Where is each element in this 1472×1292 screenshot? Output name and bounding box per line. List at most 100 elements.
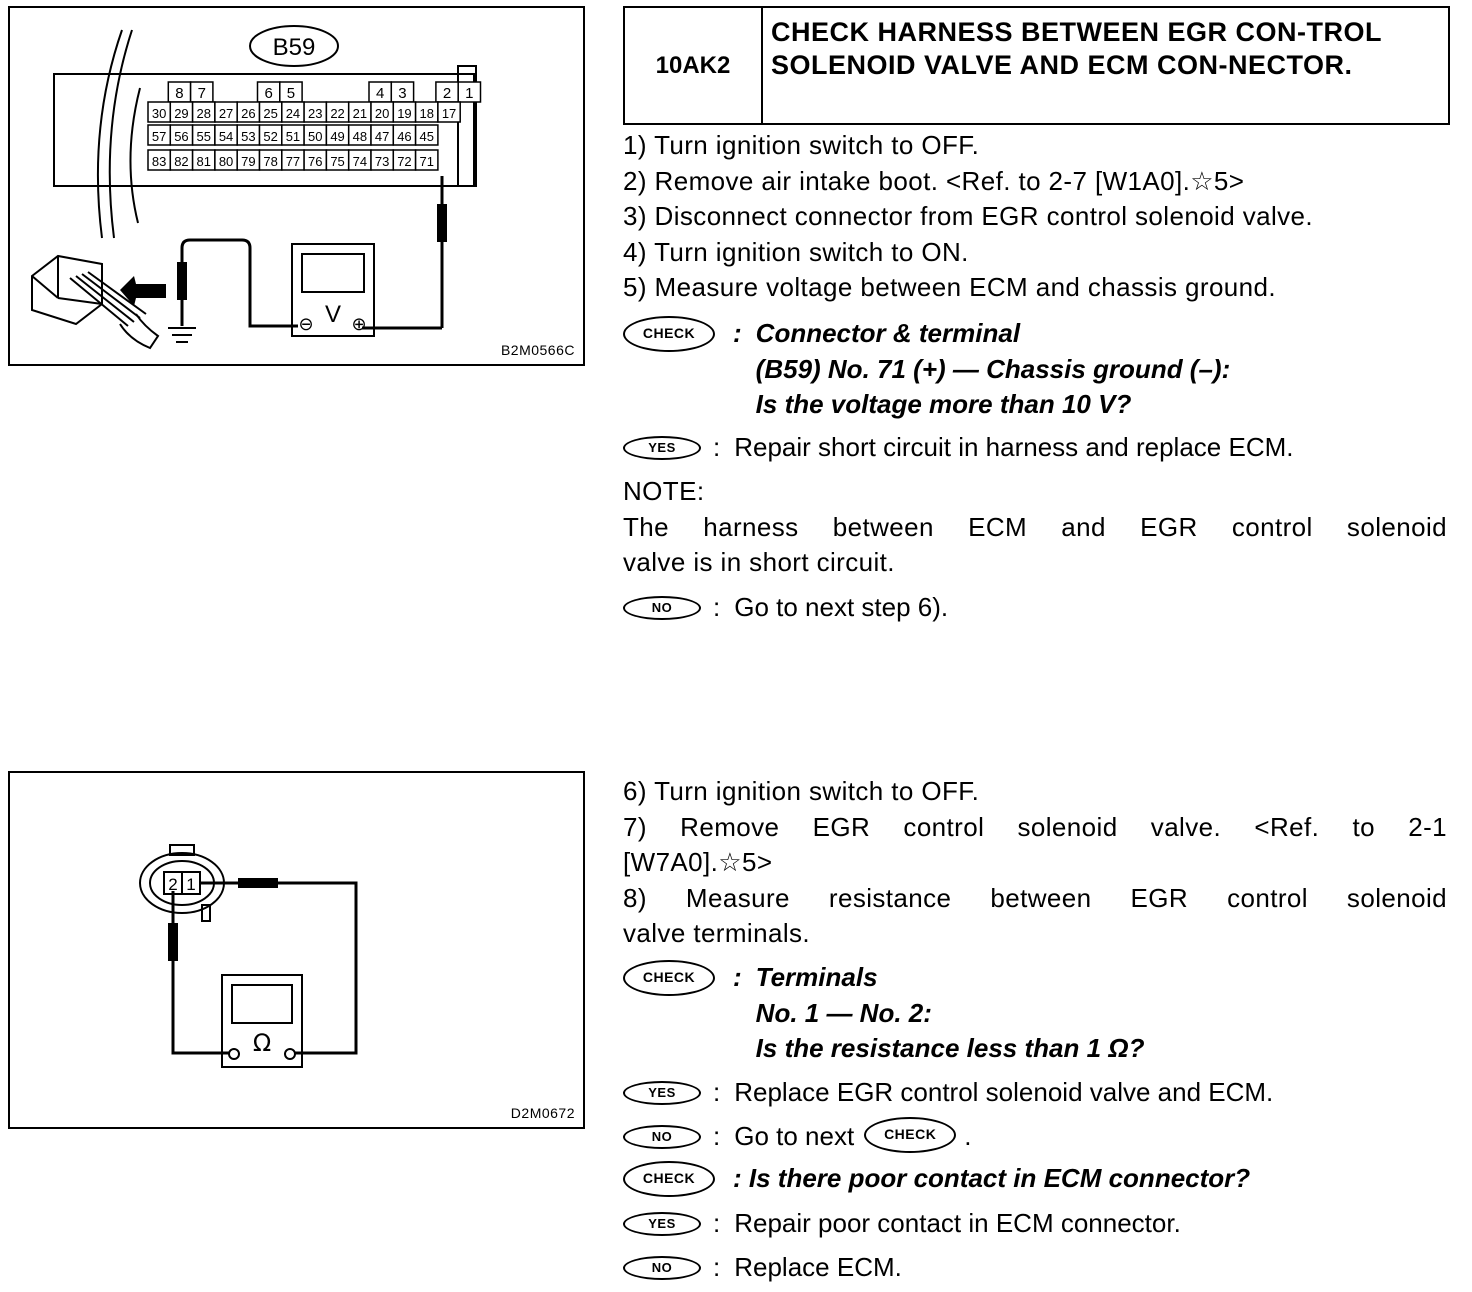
yes-row-3: YES : Repair poor contact in ECM connect… [623, 1206, 1181, 1242]
pin-73-label: 73 [375, 154, 389, 169]
pin-77-label: 77 [286, 154, 300, 169]
yes-row-1: YES : Repair short circuit in harness an… [623, 430, 1293, 466]
pin-74-label: 74 [353, 154, 367, 169]
pin-28-label: 28 [197, 106, 211, 121]
pin-56-label: 56 [174, 129, 188, 144]
procedure-header: 10AK2 CHECK HARNESS BETWEEN EGR CON-TROL… [623, 6, 1450, 125]
resistance-diagram-svg: 2 1 Ω [139, 844, 358, 1068]
colon: : [713, 432, 721, 462]
pin-25-label: 25 [263, 106, 277, 121]
colon: : [713, 1252, 721, 1282]
step-3: 3) Disconnect connector from EGR control… [623, 201, 1314, 231]
pin-2-label: 2 [443, 85, 451, 102]
pin-22-label: 22 [330, 106, 344, 121]
minus-terminal: ⊖ [298, 314, 313, 335]
check-badge: CHECK [623, 1161, 715, 1197]
procedure-title: CHECK HARNESS BETWEEN EGR CON-TROL SOLEN… [771, 17, 1382, 80]
check-badge: CHECK [623, 960, 715, 996]
pin-52-label: 52 [263, 129, 277, 144]
no-badge: NO [623, 1256, 701, 1280]
voltmeter [291, 243, 375, 337]
step-7-cont: [W7A0].☆5> [623, 847, 773, 877]
no-action: Replace ECM. [734, 1252, 902, 1282]
no-badge: NO [623, 596, 701, 620]
no-row-3: NO : Replace ECM. [623, 1250, 902, 1286]
colon: : [733, 318, 742, 348]
pin-55-label: 55 [197, 129, 211, 144]
yes-action: Repair short circuit in harness and repl… [734, 432, 1294, 462]
note-line: The harness between ECM and EGR control … [623, 511, 1447, 542]
pin-23-label: 23 [308, 106, 322, 121]
pin-49-label: 49 [330, 129, 344, 144]
pin-20-label: 20 [375, 106, 389, 121]
pin-6-label: 6 [264, 85, 272, 102]
pin-27-label: 27 [219, 106, 233, 121]
steps-1-5: 1) Turn ignition switch to OFF. 2) Remov… [623, 128, 1453, 306]
pin-29-label: 29 [174, 106, 188, 121]
check-line: Terminals [755, 962, 878, 992]
terminal-1-label: 1 [186, 875, 195, 894]
yes-action: Repair poor contact in ECM connector. [734, 1208, 1181, 1238]
pin-5-label: 5 [287, 85, 295, 102]
pin-54-label: 54 [219, 129, 233, 144]
pin-79-label: 79 [241, 154, 255, 169]
pin-8-label: 8 [175, 85, 183, 102]
terminal-2-label: 2 [168, 875, 177, 894]
pin-46-label: 46 [397, 129, 411, 144]
no-row-2: NO : Go to next CHECK . [623, 1117, 971, 1155]
voltmeter-symbol: V [325, 301, 341, 328]
colon: : [713, 1077, 721, 1107]
pin-71-cell [414, 149, 439, 171]
pin-48-label: 48 [353, 129, 367, 144]
pin-45-cell [414, 124, 439, 146]
pin-17-cell [437, 101, 461, 123]
pin-83-label: 83 [152, 154, 166, 169]
pin-75-label: 75 [330, 154, 344, 169]
steps-6-8: 6) Turn ignition switch to OFF. 7) Remov… [623, 774, 1447, 952]
check-badge: CHECK [623, 316, 715, 352]
check-line: Is the voltage more than 10 V? [755, 389, 1132, 419]
pin-71-label: 71 [420, 154, 434, 169]
pin-50-label: 50 [308, 129, 322, 144]
step-6: 6) Turn ignition switch to OFF. [623, 776, 980, 806]
pin-19-label: 19 [397, 106, 411, 121]
pin-24-label: 24 [286, 106, 300, 121]
check-question: : Is there poor contact in ECM connector… [733, 1163, 1251, 1193]
figure-code: D2M0672 [510, 1105, 575, 1121]
pin-81-label: 81 [197, 154, 211, 169]
yes-badge: YES [623, 1212, 701, 1236]
check-line: (B59) No. 71 (+) — Chassis ground (–): [755, 353, 1231, 384]
yes-action: Replace EGR control solenoid valve and E… [734, 1077, 1274, 1107]
note-block: NOTE: The harness between ECM and EGR co… [623, 474, 1447, 581]
pin-3-label: 3 [398, 85, 406, 102]
check-line: Connector & terminal [755, 318, 1021, 348]
procedure-code: 10AK2 [625, 8, 763, 123]
pin-1-label: 1 [465, 85, 473, 102]
colon: : [713, 1208, 721, 1238]
yes-badge: YES [623, 436, 701, 460]
check-line: No. 1 — No. 2: [755, 997, 932, 1028]
no-row-1: NO : Go to next step 6). [623, 590, 948, 626]
connector-id-ellipse [249, 25, 339, 67]
step-8: 8) Measure resistance between EGR contro… [623, 882, 1447, 913]
step-2: 2) Remove air intake boot. <Ref. to 2-7 … [623, 165, 1245, 196]
check-line: Is the resistance less than 1 Ω? [755, 1033, 1145, 1063]
step-7: 7) Remove EGR control solenoid valve. <R… [623, 811, 1447, 842]
colon: : [733, 962, 742, 992]
yes-badge: YES [623, 1081, 701, 1105]
connector-id-label: B59 [273, 34, 316, 61]
pin-26-label: 26 [241, 106, 255, 121]
pin-4-label: 4 [376, 85, 384, 102]
pin-7-label: 7 [198, 85, 206, 102]
note-title: NOTE: [623, 476, 705, 506]
pin-72-label: 72 [397, 154, 411, 169]
figure-code: B2M0566C [500, 342, 575, 358]
pin-80-label: 80 [219, 154, 233, 169]
step-1: 1) Turn ignition switch to OFF. [623, 130, 980, 160]
solenoid-connector-plug-icon [31, 254, 166, 350]
colon: : [713, 1121, 721, 1151]
pin-51-label: 51 [286, 129, 300, 144]
